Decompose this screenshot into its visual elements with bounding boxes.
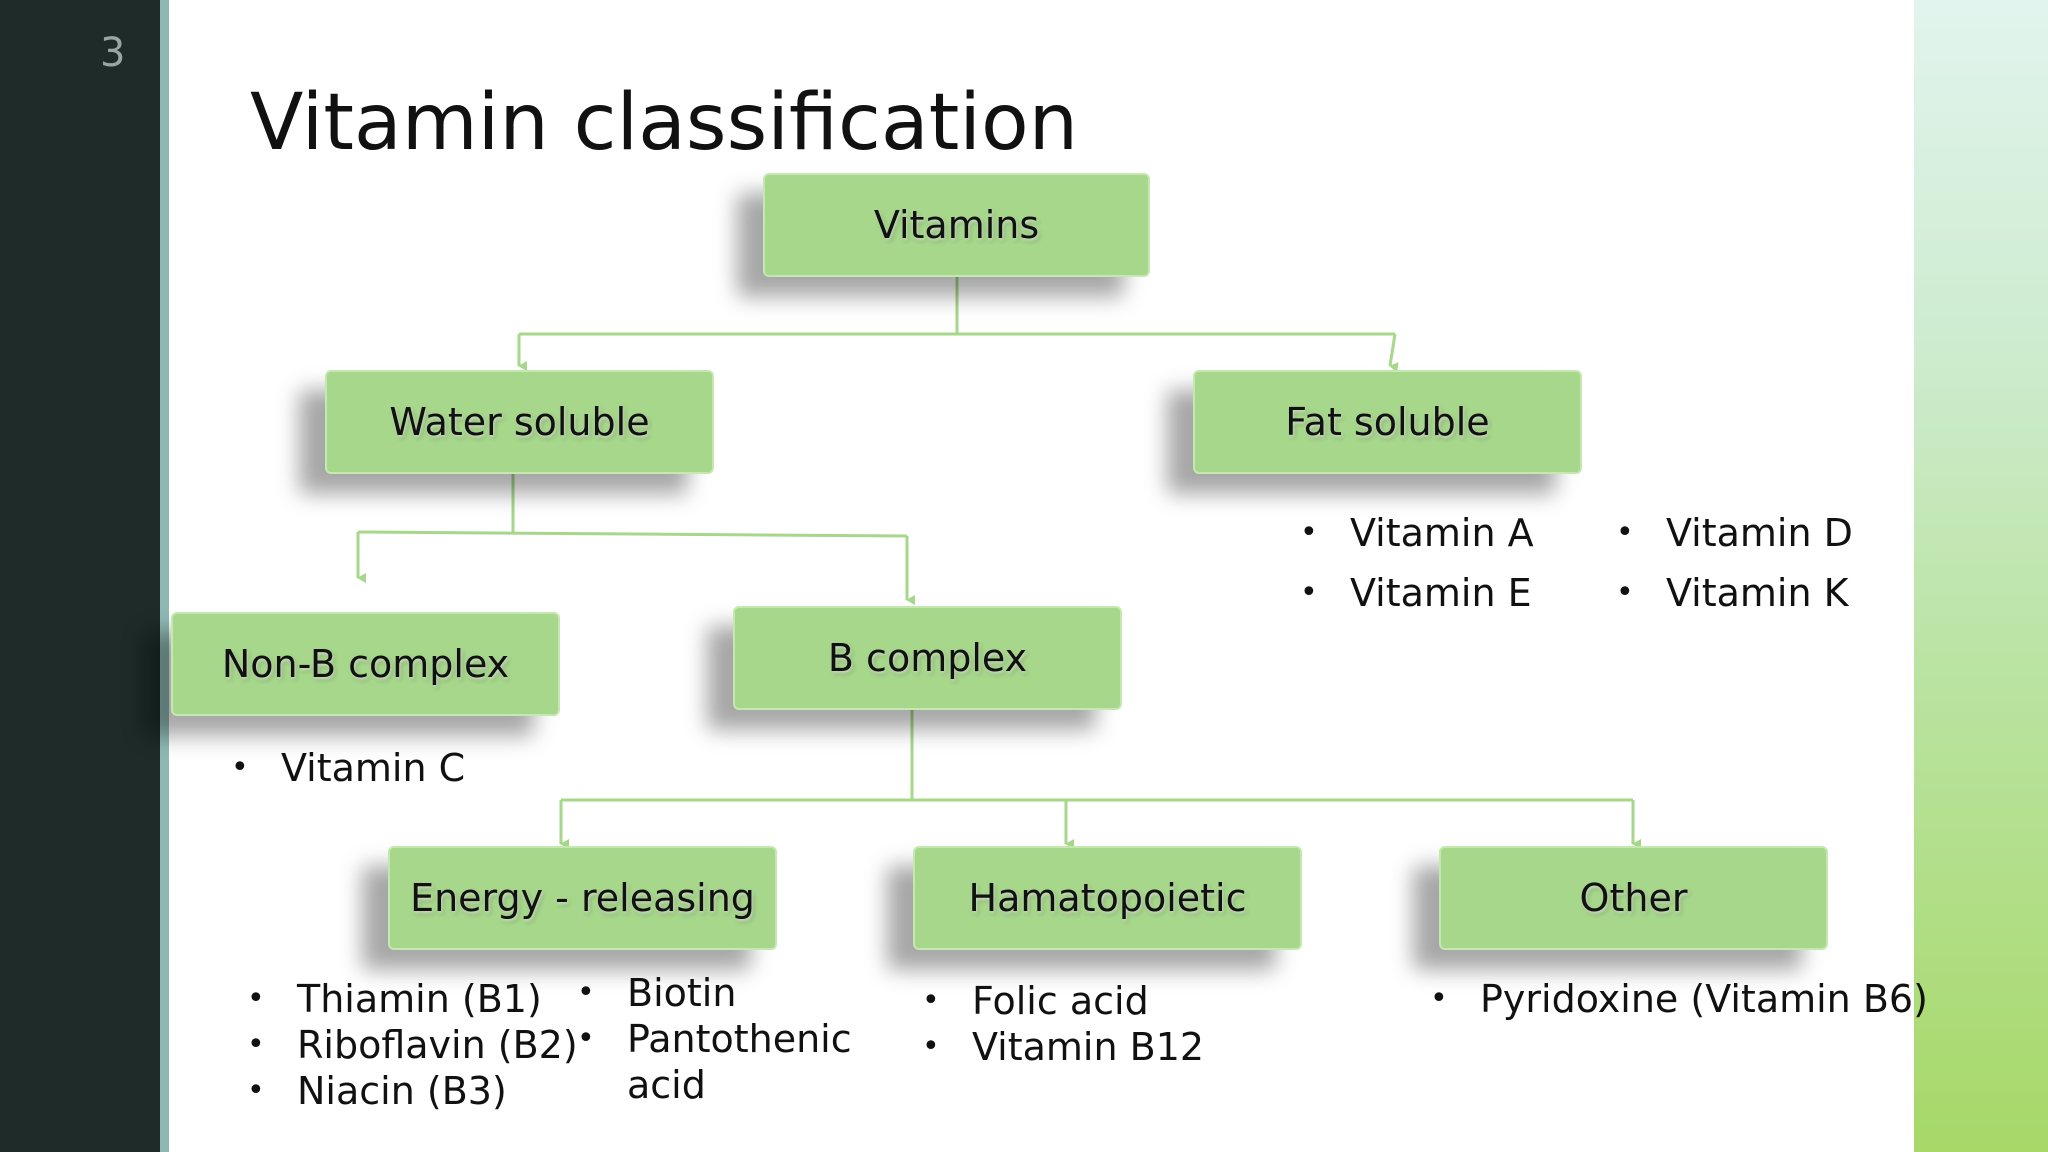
- left-sidebar-bar: [0, 0, 160, 1152]
- list-item: Vitamin E: [1300, 563, 1534, 623]
- energy-list-col2: Biotin Pantothenic acid: [577, 970, 867, 1108]
- node-non-b-complex: Non-B complex: [171, 612, 560, 716]
- connector-level2-bar: [357, 530, 908, 538]
- node-hematopoietic: Hamatopoietic: [913, 846, 1302, 950]
- list-item: Vitamin K: [1616, 563, 1853, 623]
- list-item: Vitamin A: [1300, 503, 1534, 563]
- list-item: Vitamin C: [231, 740, 465, 796]
- node-vitamins: Vitamins: [763, 173, 1150, 277]
- fat-soluble-list-col2: Vitamin D Vitamin K: [1616, 503, 1853, 623]
- node-b-complex: B complex: [733, 606, 1122, 710]
- fat-soluble-list-col1: Vitamin A Vitamin E: [1300, 503, 1534, 623]
- hematopoietic-list: Folic acid Vitamin B12: [922, 978, 1204, 1070]
- list-item: Folic acid: [922, 978, 1204, 1024]
- list-item: Pantothenic acid: [577, 1016, 867, 1108]
- node-fat-soluble: Fat soluble: [1193, 370, 1582, 474]
- list-item: Biotin: [577, 970, 867, 1016]
- right-decorative-gradient: [1914, 0, 2048, 1152]
- left-accent-stripe: [160, 0, 169, 1152]
- other-list: Pyridoxine (Vitamin B6): [1430, 976, 1928, 1022]
- connector-to-fat-soluble: [1388, 333, 1399, 373]
- list-item: Vitamin D: [1616, 503, 1853, 563]
- list-item: Vitamin B12: [922, 1024, 1204, 1070]
- slide-title: Vitamin classification: [250, 78, 1079, 168]
- node-energy-releasing: Energy - releasing: [388, 846, 777, 950]
- list-item: Niacin (B3): [247, 1068, 578, 1114]
- list-item: Riboflavin (B2): [247, 1022, 578, 1068]
- list-item: Thiamin (B1): [247, 976, 578, 1022]
- node-other: Other: [1439, 846, 1828, 950]
- non-b-list: Vitamin C: [231, 740, 465, 796]
- list-item: Pyridoxine (Vitamin B6): [1430, 976, 1928, 1022]
- slide-number: 3: [100, 30, 126, 76]
- node-water-soluble: Water soluble: [325, 370, 714, 474]
- energy-list-col1: Thiamin (B1) Riboflavin (B2) Niacin (B3): [247, 976, 578, 1114]
